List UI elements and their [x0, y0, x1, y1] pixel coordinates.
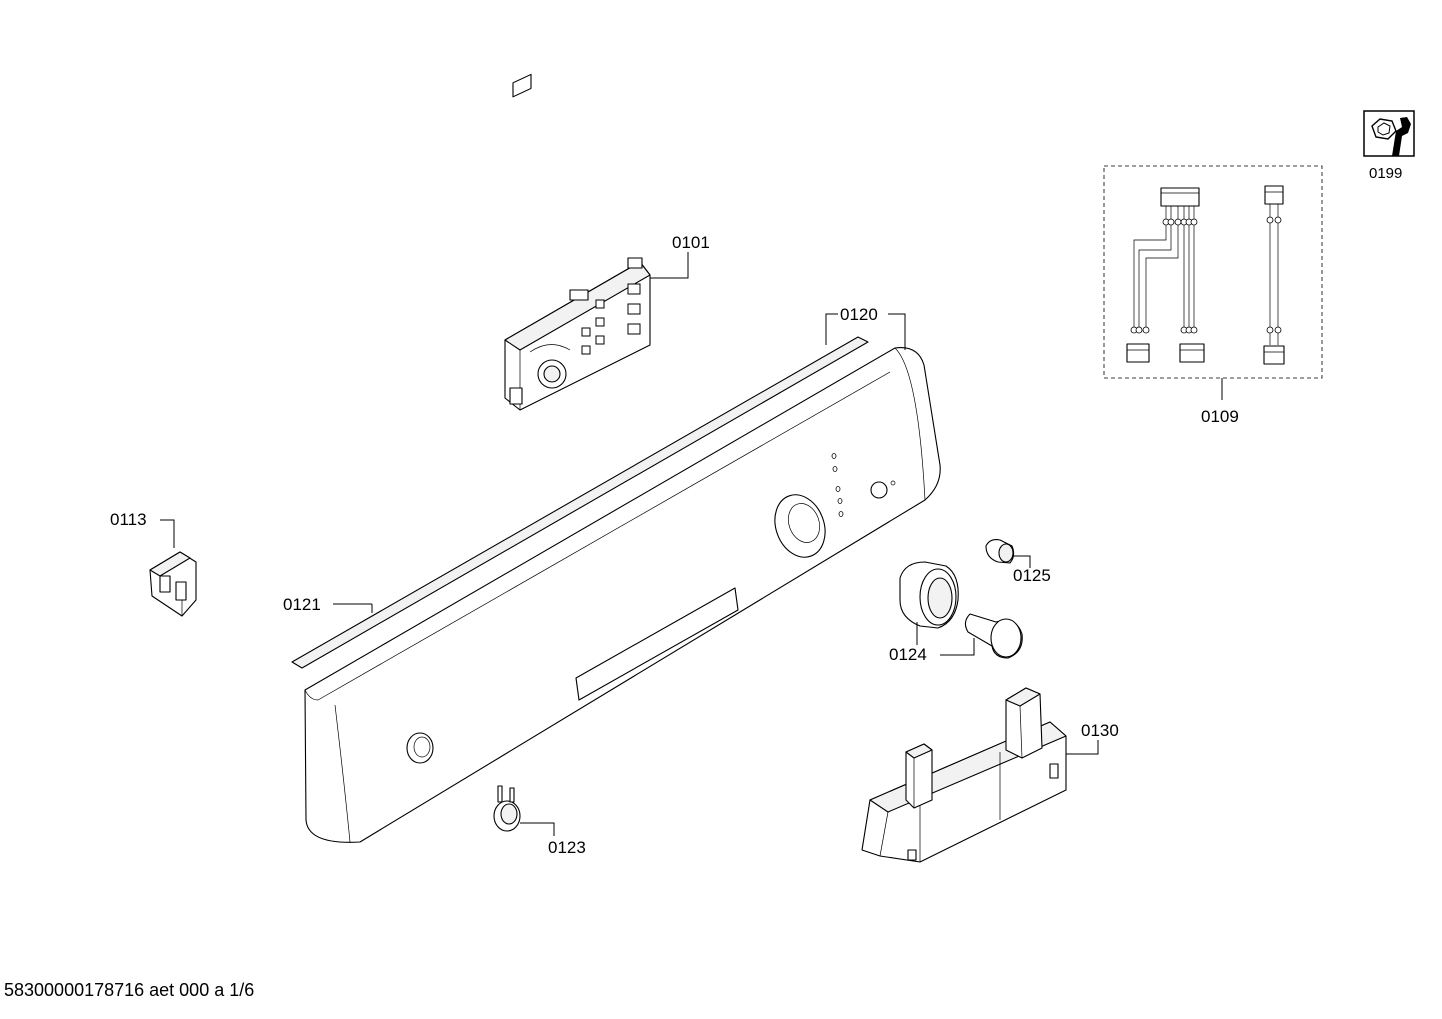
label-0120: 0120 — [840, 305, 878, 324]
part-0109-wiring-harness[interactable] — [1103, 165, 1323, 379]
part-0130-mounting-bracket[interactable] — [861, 687, 1067, 863]
part-0124-knob-assembly[interactable] — [899, 561, 1023, 659]
label-0101: 0101 — [672, 233, 710, 252]
label-0130: 0130 — [1081, 721, 1119, 740]
label-0113: 0113 — [110, 510, 147, 529]
part-0113-clip[interactable] — [149, 551, 197, 617]
label-0109: 0109 — [1201, 407, 1239, 426]
part-0121-trim-strip[interactable] — [291, 336, 869, 669]
label-0124: 0124 — [889, 645, 927, 664]
label-0199: 0199 — [1369, 165, 1402, 182]
part-0125-small-cap[interactable] — [985, 539, 1015, 564]
part-0101-electronic-module[interactable] — [504, 73, 651, 411]
document-footer-id: 58300000178716 aet 000 a 1/6 — [4, 980, 255, 1000]
part-0120-control-panel[interactable] — [304, 347, 941, 843]
label-0125: 0125 — [1013, 566, 1051, 585]
part-0123-push-button[interactable] — [493, 785, 521, 832]
label-0123: 0123 — [548, 838, 586, 857]
part-0199-tool-icon[interactable] — [1363, 110, 1415, 157]
label-0121: 0121 — [283, 595, 321, 614]
